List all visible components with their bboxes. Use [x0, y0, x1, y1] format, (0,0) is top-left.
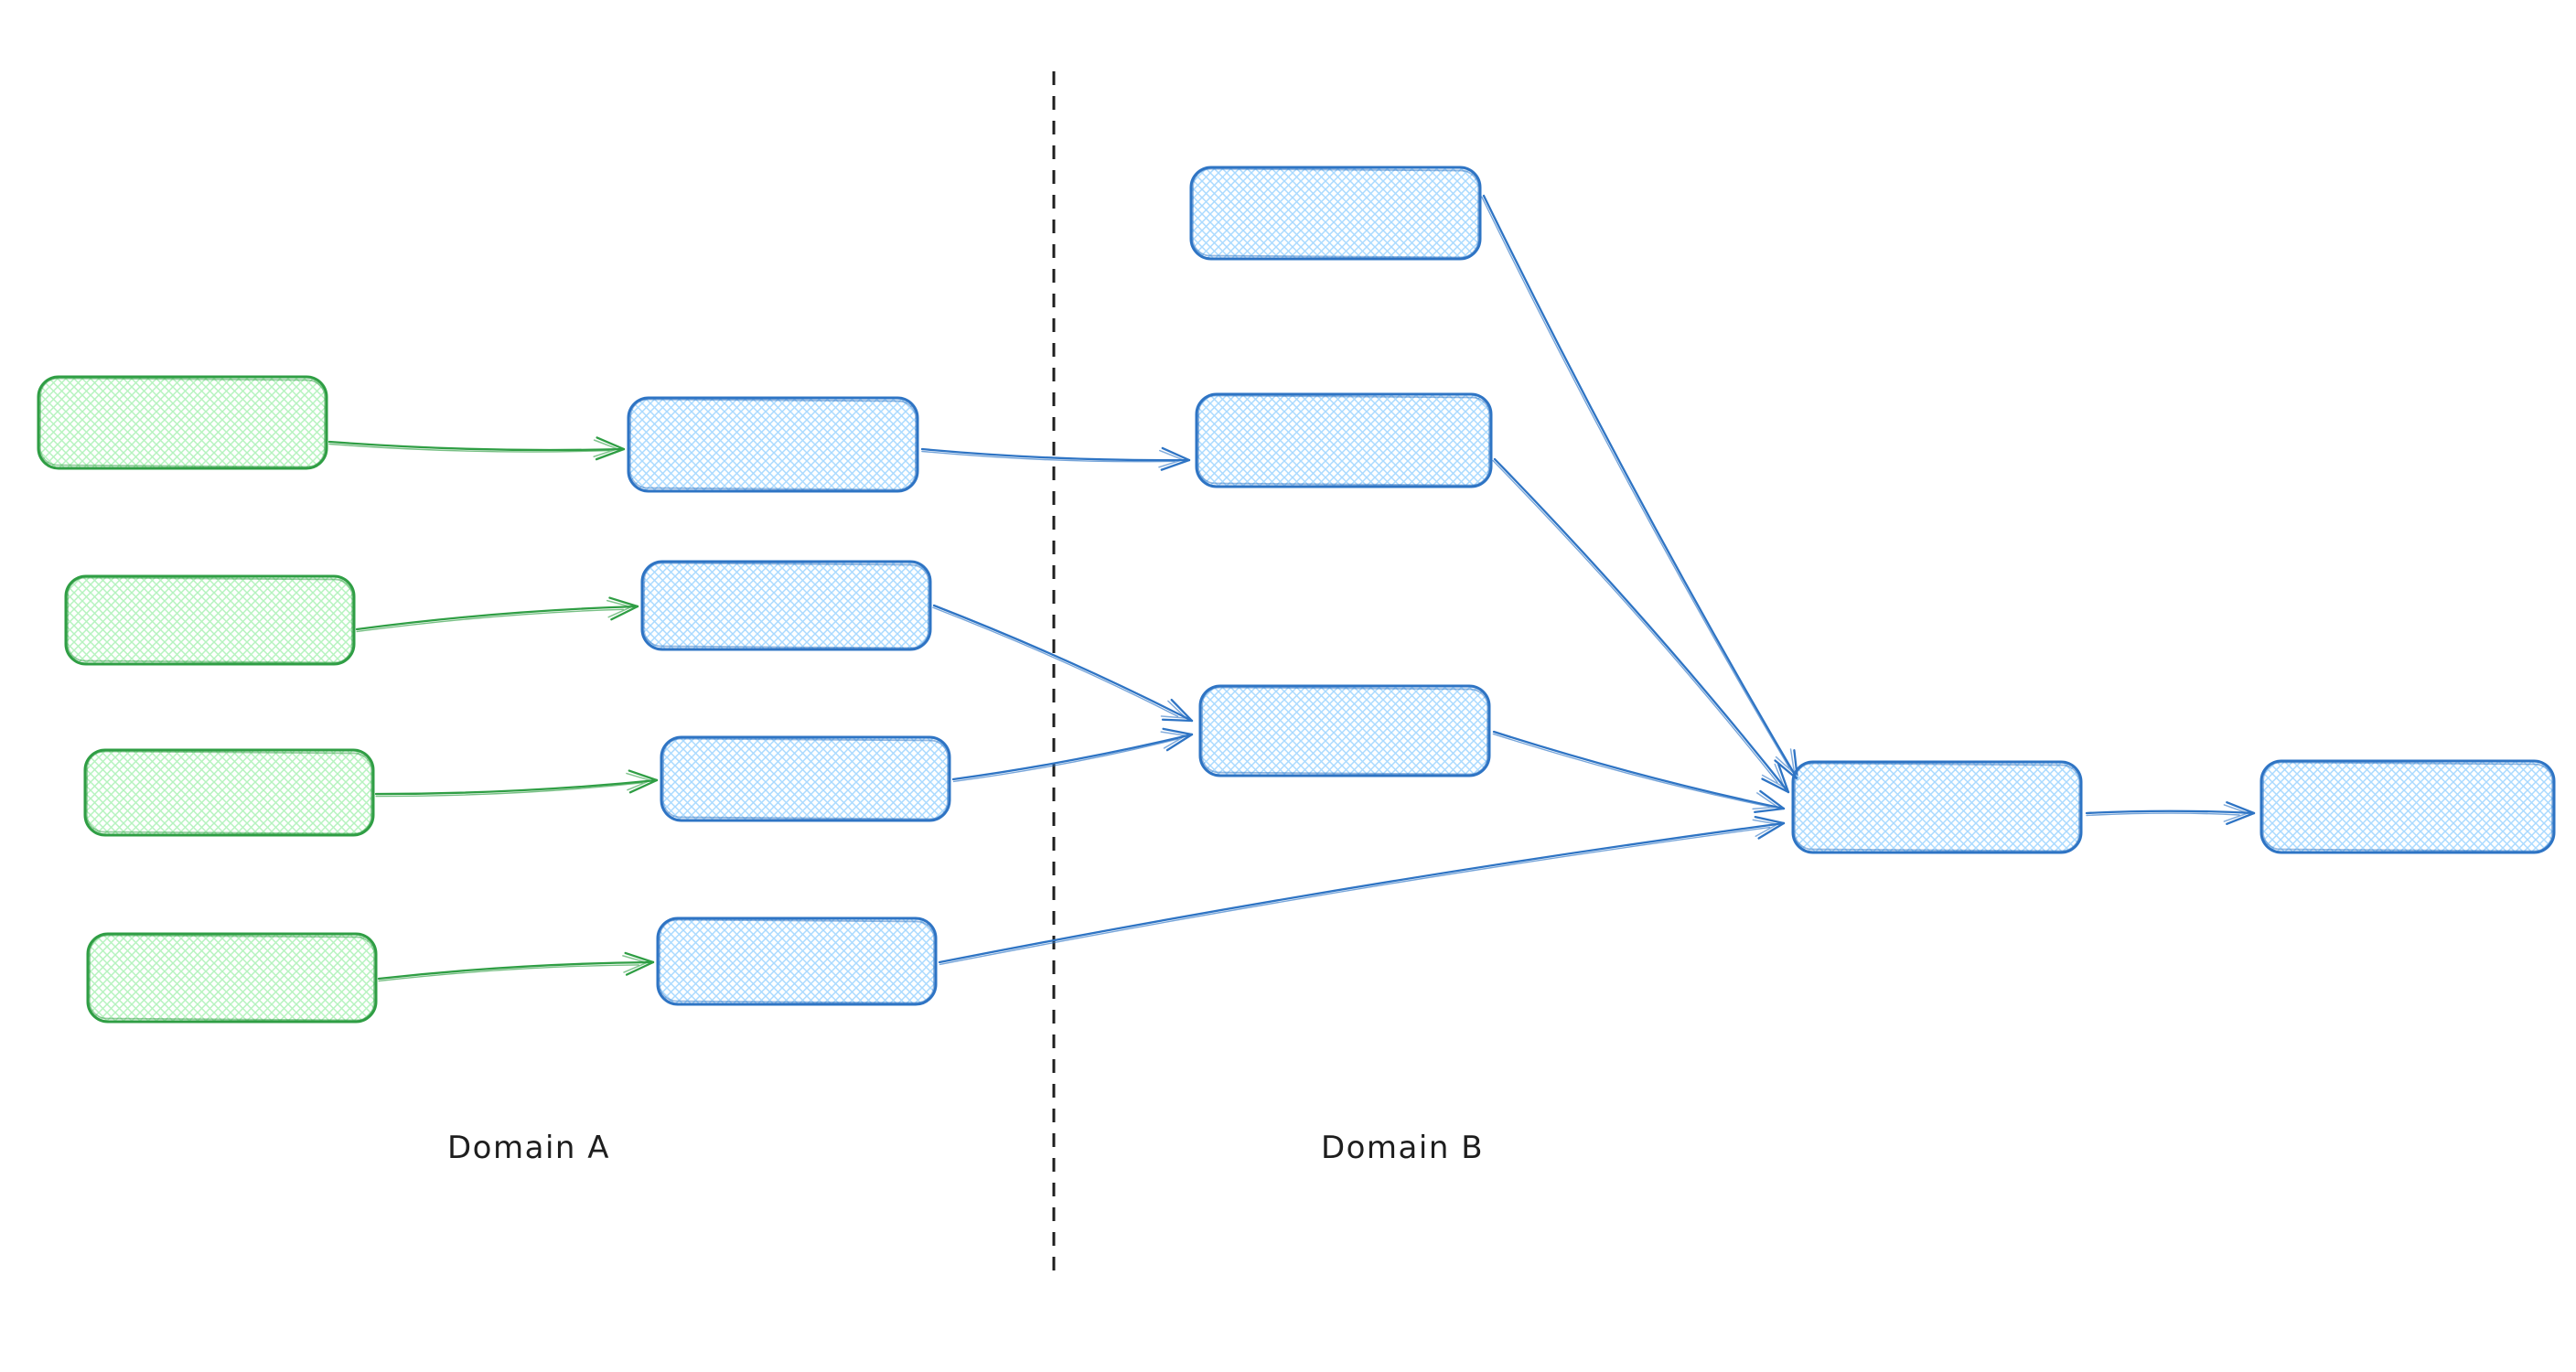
edge-bnode2-aggregator[interactable] [1492, 457, 1790, 794]
domain-a-stage-3-node[interactable] [660, 735, 951, 822]
domain-a-stage-4-node[interactable] [656, 916, 938, 1006]
domain-b-node-2-node[interactable] [1195, 392, 1493, 488]
domain-a-source-1-node[interactable] [37, 375, 328, 470]
domain-a-source-4-node[interactable] [86, 932, 378, 1024]
edge-source2-stage2[interactable] [355, 596, 639, 633]
edge-stage2-bnode3[interactable] [932, 604, 1194, 723]
edge-stage3-bnode3[interactable] [951, 727, 1194, 783]
edge-source4-stage4[interactable] [377, 951, 655, 982]
domain-a-source-2-node[interactable] [64, 574, 356, 666]
edge-stage4-aggregator[interactable] [938, 815, 1786, 966]
domain-b-output-node[interactable] [2259, 759, 2556, 854]
edge-source1-stage1[interactable] [327, 436, 626, 461]
edge-aggregator-output[interactable] [2085, 800, 2256, 826]
domain-b-node-3-node[interactable] [1198, 684, 1491, 777]
edge-bnode3-aggregator[interactable] [1492, 730, 1786, 814]
domain-a-label: Domain A [447, 1130, 610, 1166]
edge-stage1-bnode2[interactable] [920, 446, 1191, 471]
edge-source3-stage3[interactable] [374, 769, 659, 798]
domain-a-stage-2-node[interactable] [640, 560, 932, 651]
domain-a-stage-1-node[interactable] [627, 396, 919, 493]
domain-a-source-3-node[interactable] [83, 748, 375, 837]
domain-b-label: Domain B [1321, 1130, 1484, 1166]
edge-bnode1-aggregator[interactable] [1481, 194, 1799, 781]
domain-b-node-1-node[interactable] [1189, 166, 1482, 261]
domain-b-aggregator-node[interactable] [1791, 760, 2083, 854]
